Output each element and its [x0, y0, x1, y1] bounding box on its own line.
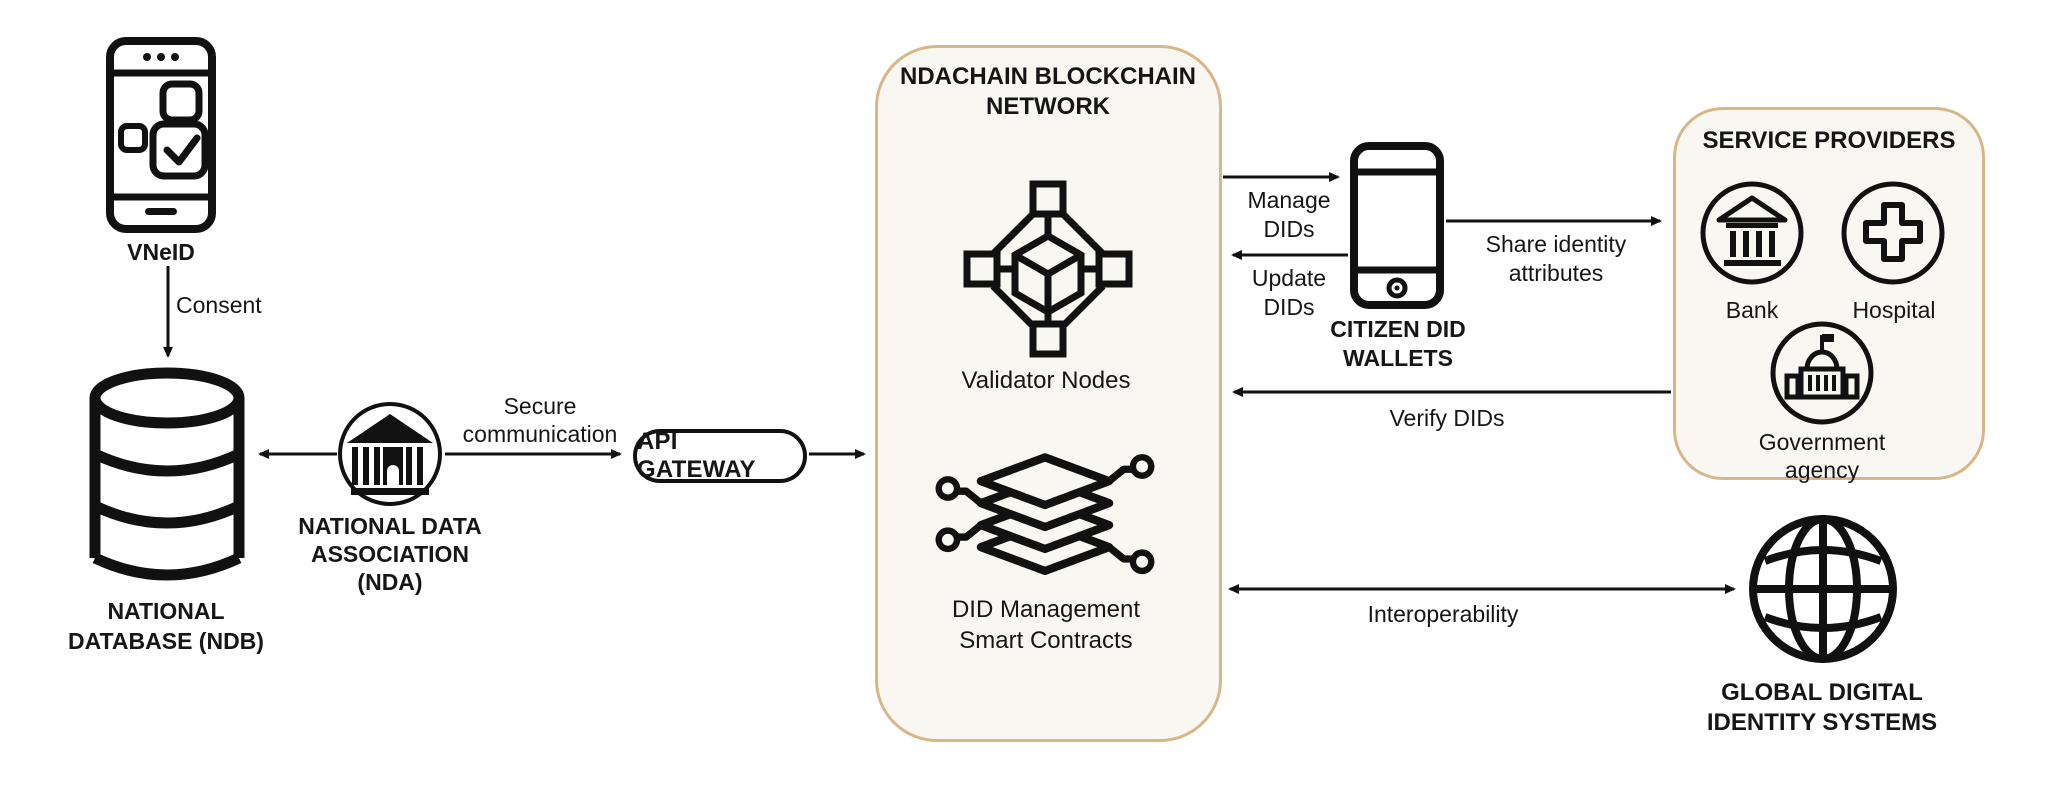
smart-contracts-icon — [935, 453, 1155, 576]
verify-dids-label: Verify DIDs — [1389, 405, 1505, 431]
bank-label: Bank — [1725, 297, 1779, 323]
hospital-label: Hospital — [1852, 297, 1936, 323]
government-agency-icon — [1770, 321, 1874, 425]
vneid-phone-icon — [106, 37, 216, 233]
interoperability-label: Interoperability — [1367, 601, 1519, 627]
blockchain-network-panel — [875, 45, 1222, 742]
consent-label: Consent — [176, 292, 262, 318]
nda-association-label: NATIONAL DATA ASSOCIATION (NDA) — [298, 513, 482, 595]
service-providers-title: SERVICE PROVIDERS — [1702, 127, 1956, 154]
blockchain-network-title: NDACHAIN BLOCKCHAIN NETWORK — [900, 63, 1196, 120]
nda-association-icon — [338, 402, 442, 506]
global-identity-label: GLOBAL DIGITAL IDENTITY SYSTEMS — [1706, 679, 1938, 736]
secure-communication-label: Secure communication — [462, 393, 618, 447]
validator-nodes-icon — [963, 180, 1133, 358]
vneid-label: VNeID — [127, 239, 195, 265]
government-agency-label: Government agency — [1758, 429, 1886, 483]
api-gateway-label: API GATEWAY — [637, 428, 756, 483]
globe-icon — [1749, 515, 1897, 663]
hospital-icon — [1841, 181, 1945, 285]
bank-icon — [1700, 181, 1804, 285]
citizen-wallets-label: CITIZEN DID WALLETS — [1330, 316, 1466, 371]
share-identity-label: Share identity attributes — [1485, 231, 1627, 286]
national-database-label: NATIONAL DATABASE (NDB) — [68, 598, 264, 654]
update-dids-label: Update DIDs — [1251, 265, 1327, 320]
validator-nodes-label: Validator Nodes — [961, 367, 1131, 394]
smart-contracts-label: DID Management Smart Contracts — [951, 596, 1141, 654]
api-gateway-node: API GATEWAY — [633, 428, 807, 483]
manage-dids-label: Manage DIDs — [1247, 187, 1331, 242]
national-database-icon — [89, 367, 245, 581]
citizen-wallet-phone-icon — [1350, 142, 1444, 309]
